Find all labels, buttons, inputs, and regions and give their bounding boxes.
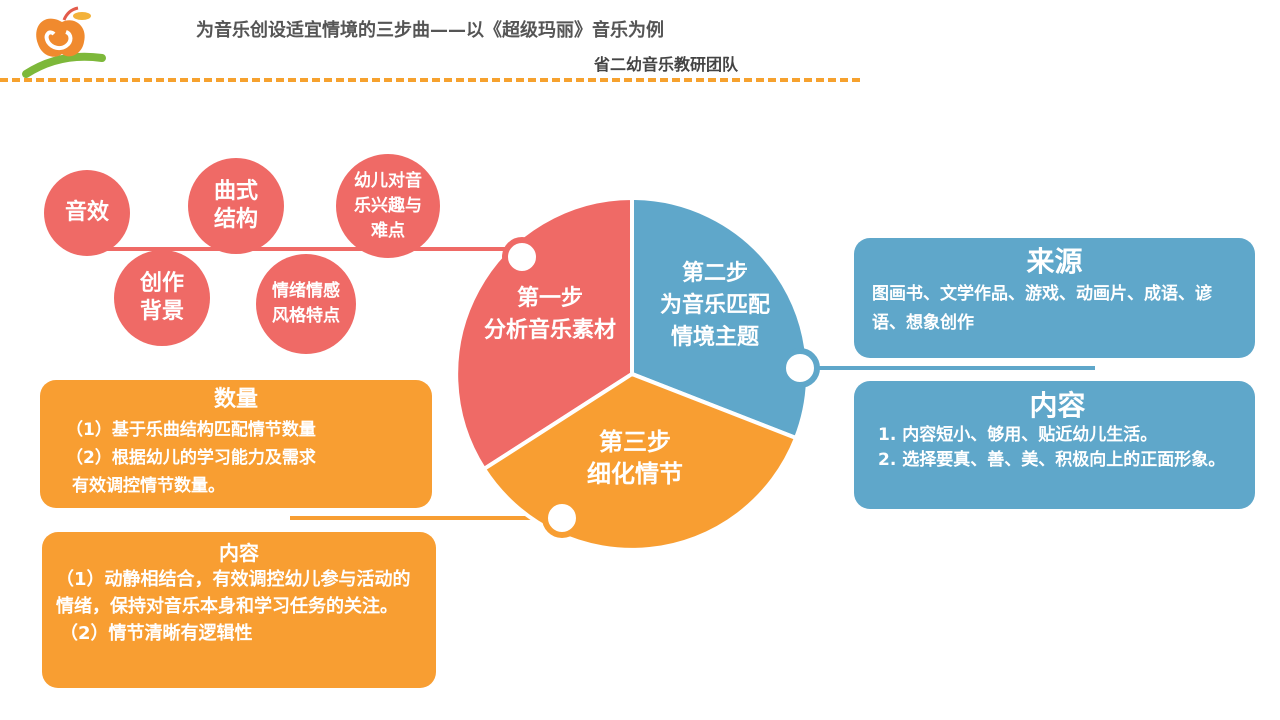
plot-content-line1: （1）动静相结合，有效调控幼儿参与活动的情绪，保持对音乐本身和学习任务的关注。: [56, 569, 411, 617]
quantity-heading: 数量: [213, 387, 258, 412]
step3-label: 第三步 细化情节: [587, 428, 683, 488]
header-divider: [0, 78, 860, 82]
step1-label: 第一步 分析音乐素材: [483, 286, 616, 343]
page-subtitle: 省二幼音乐教研团队: [594, 55, 739, 74]
step1-ring: [502, 237, 542, 277]
source-text: 图画书、文学作品、游戏、动画片、成语、谚语、想象创作: [872, 284, 1212, 333]
quantity-line1: （1）基于乐曲结构匹配情节数量: [66, 420, 316, 440]
quantity-box: 数量 （1）基于乐曲结构匹配情节数量 （2）根据幼儿的学习能力及需求 有效调控情…: [40, 380, 432, 508]
quantity-line2: （2）根据幼儿的学习能力及需求: [66, 448, 316, 468]
circle-sound-effect: 音效: [44, 170, 130, 256]
plot-content-box: 内容 （1）动静相结合，有效调控幼儿参与活动的情绪，保持对音乐本身和学习任务的关…: [42, 532, 436, 688]
plot-content-heading: 内容: [219, 541, 259, 565]
step2-ring: [780, 348, 820, 388]
apple-logo-icon: [22, 6, 106, 78]
plot-content-line2: （2）情节清晰有逻辑性: [60, 623, 253, 644]
source-heading: 来源: [1026, 245, 1083, 278]
theme-content-line2: 2. 选择要真、善、美、积极向上的正面形象。: [878, 450, 1226, 470]
circle-interest-difficulty: 幼儿对音乐兴趣与难点: [336, 154, 440, 258]
circle-musical-structure: 曲式结构: [188, 158, 284, 254]
theme-content-heading: 内容: [1029, 389, 1086, 422]
step2-label: 第二步 为音乐匹配 情境主题: [659, 261, 770, 350]
circle-creative-background: 创作背景: [114, 250, 210, 346]
theme-content-box: 内容 1. 内容短小、够用、贴近幼儿生活。 2. 选择要真、善、美、积极向上的正…: [854, 381, 1255, 509]
page-title: 为音乐创设适宜情境的三步曲——以《超级玛丽》音乐为例: [196, 20, 664, 41]
circle-emotion-style: 情绪情感风格特点: [256, 254, 356, 354]
step3-ring: [542, 498, 582, 538]
step2-sector: [630, 195, 811, 441]
theme-content-line1: 1. 内容短小、够用、贴近幼儿生活。: [878, 425, 1158, 445]
quantity-line3: 有效调控情节数量。: [72, 476, 225, 496]
source-box: 来源 图画书、文学作品、游戏、动画片、成语、谚语、想象创作: [854, 238, 1255, 358]
